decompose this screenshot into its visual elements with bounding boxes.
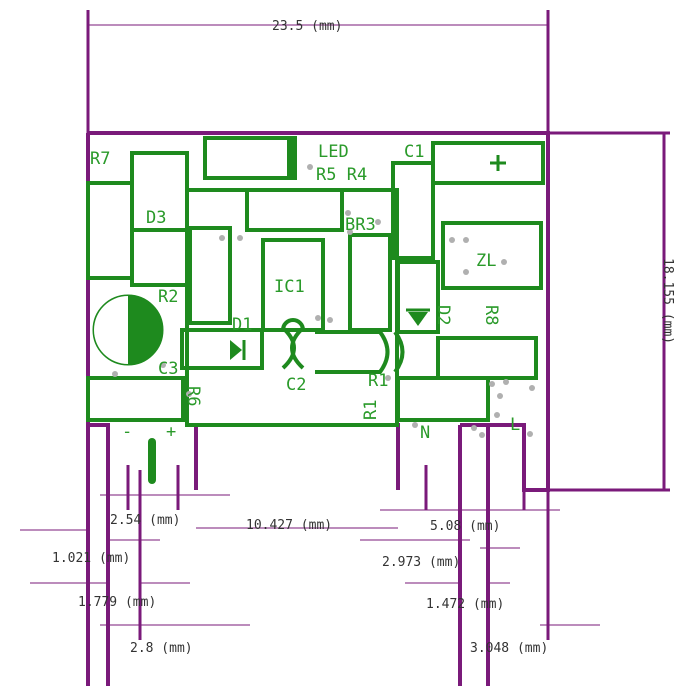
label-r7: R7 <box>90 149 110 169</box>
label-r8: R8 <box>481 305 501 325</box>
dim-508: 5.08 (mm) <box>430 519 500 534</box>
label-r5r4: R5 R4 <box>316 165 367 185</box>
dim-1472: 1.472 (mm) <box>426 597 504 612</box>
dim-width: 23.5 (mm) <box>272 19 342 34</box>
dim-254: 2.54 (mm) <box>110 513 180 528</box>
label-d3: D3 <box>146 208 166 228</box>
dim-leaders <box>20 494 600 626</box>
dim-10427: 10.427 (mm) <box>246 518 332 533</box>
label-br3: BR3 <box>345 215 376 235</box>
dim-28: 2.8 (mm) <box>130 641 193 656</box>
label-r1-b: R1 <box>361 400 381 420</box>
d2-arrow <box>408 312 428 326</box>
label-d1: D1 <box>232 315 252 335</box>
dim-1779: 1.779 (mm) <box>78 595 156 610</box>
label-r1-a: R1 <box>368 371 388 391</box>
d1-arrow <box>230 340 242 360</box>
pin-l: L <box>510 415 520 435</box>
label-zl: ZL <box>476 251 496 271</box>
label-r2: R2 <box>158 287 178 307</box>
drill-holes <box>112 164 535 438</box>
c2-body <box>315 330 390 374</box>
r1-arc <box>393 330 405 374</box>
ic1-notch <box>281 318 305 331</box>
label-led: LED <box>318 142 349 162</box>
pin-n: N <box>420 423 430 443</box>
pin-plus: + <box>166 422 176 442</box>
label-r6: R6 <box>183 386 203 406</box>
led-marker <box>287 140 294 176</box>
label-d2: D2 <box>433 305 453 325</box>
dim-3048: 3.048 (mm) <box>470 641 548 656</box>
label-c3: C3 <box>158 359 178 379</box>
dim-height: 18.155 (mm) <box>660 258 675 344</box>
label-c1: C1 <box>404 142 424 162</box>
c2-arc-right <box>290 326 305 370</box>
c3-hole <box>108 320 128 340</box>
component-outlines <box>86 136 545 427</box>
pin-minus: - <box>122 422 132 442</box>
dim-2973: 2.973 (mm) <box>382 555 460 570</box>
dim-1021: 1.021 (mm) <box>52 551 130 566</box>
label-ic1: IC1 <box>274 277 305 297</box>
label-c2: C2 <box>286 375 306 395</box>
